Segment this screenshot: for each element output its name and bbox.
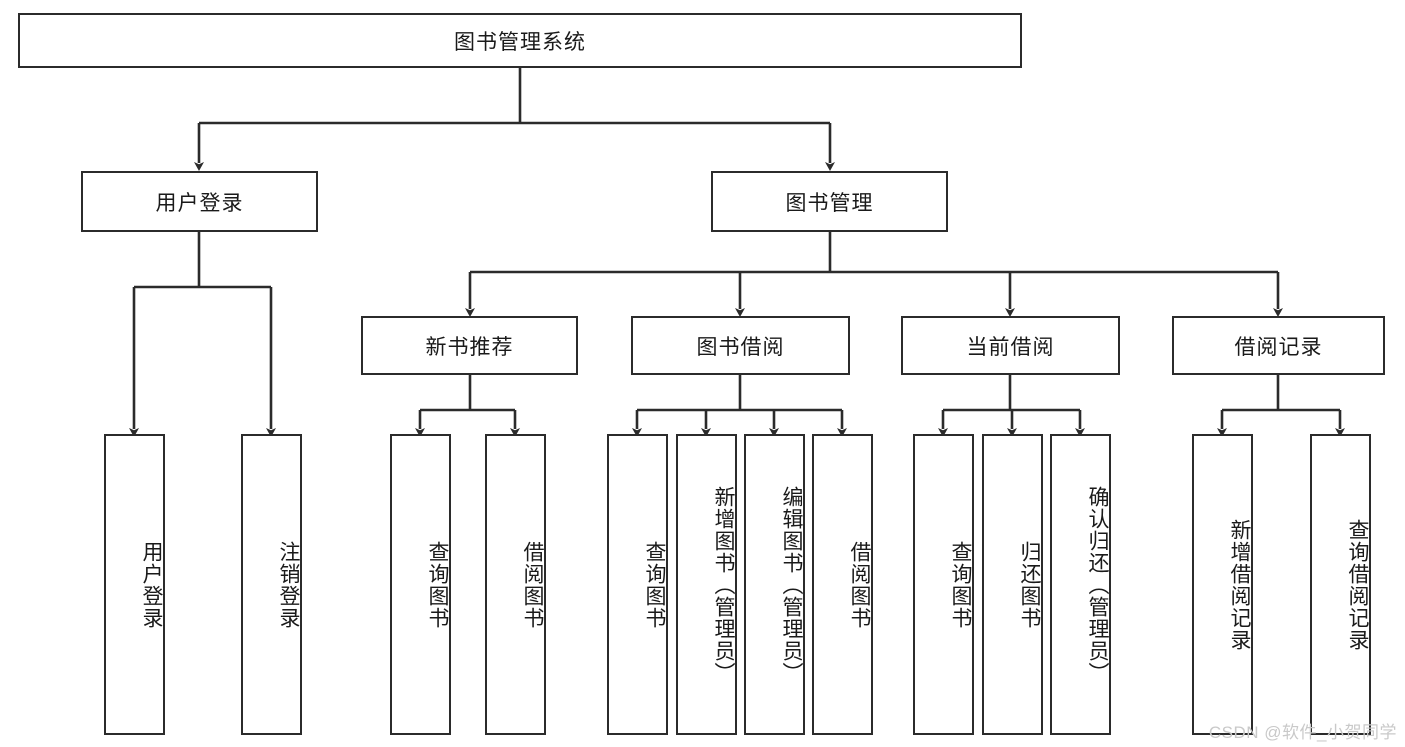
node-leaf-query-record[interactable]: 查询借阅记录 xyxy=(1310,434,1371,735)
node-leaf-borrow-book-2-label: 借阅图书 xyxy=(848,540,871,629)
node-leaf-query-book-1-label: 查询图书 xyxy=(426,540,449,629)
node-book-borrow-label: 图书借阅 xyxy=(696,335,785,359)
node-leaf-add-record[interactable]: 新增借阅记录 xyxy=(1192,434,1253,735)
node-leaf-query-book-3-label: 查询图书 xyxy=(949,540,972,629)
node-book-manage[interactable]: 图书管理 xyxy=(711,171,948,232)
node-leaf-confirm-return[interactable]: 确认归还（管理员） xyxy=(1050,434,1111,735)
node-user-login-label: 用户登录 xyxy=(155,191,244,215)
node-new-book-recommend-label: 新书推荐 xyxy=(425,335,514,359)
node-current-borrow[interactable]: 当前借阅 xyxy=(901,316,1120,375)
node-user-login[interactable]: 用户登录 xyxy=(81,171,318,232)
node-leaf-query-record-label: 查询借阅记录 xyxy=(1346,518,1369,651)
node-leaf-edit-book-label: 编辑图书（管理员） xyxy=(780,485,803,684)
node-borrow-record[interactable]: 借阅记录 xyxy=(1172,316,1385,375)
node-leaf-borrow-book-1-label: 借阅图书 xyxy=(521,540,544,629)
node-leaf-query-book-3[interactable]: 查询图书 xyxy=(913,434,974,735)
node-borrow-record-label: 借阅记录 xyxy=(1234,335,1323,359)
node-leaf-user-login[interactable]: 用户登录 xyxy=(104,434,165,735)
node-leaf-add-record-label: 新增借阅记录 xyxy=(1228,518,1251,651)
node-leaf-query-book-2-label: 查询图书 xyxy=(643,540,666,629)
node-current-borrow-label: 当前借阅 xyxy=(966,335,1055,359)
node-leaf-add-book[interactable]: 新增图书（管理员） xyxy=(676,434,737,735)
node-leaf-logout[interactable]: 注销登录 xyxy=(241,434,302,735)
node-leaf-borrow-book-1[interactable]: 借阅图书 xyxy=(485,434,546,735)
node-new-book-recommend[interactable]: 新书推荐 xyxy=(361,316,578,375)
node-leaf-return-book-label: 归还图书 xyxy=(1018,540,1041,629)
node-root[interactable]: 图书管理系统 xyxy=(18,13,1022,68)
node-leaf-borrow-book-2[interactable]: 借阅图书 xyxy=(812,434,873,735)
node-leaf-return-book[interactable]: 归还图书 xyxy=(982,434,1043,735)
node-leaf-logout-label: 注销登录 xyxy=(277,540,300,629)
node-root-label: 图书管理系统 xyxy=(454,30,586,54)
node-leaf-add-book-label: 新增图书（管理员） xyxy=(712,485,735,684)
node-leaf-edit-book[interactable]: 编辑图书（管理员） xyxy=(744,434,805,735)
node-book-manage-label: 图书管理 xyxy=(785,191,874,215)
node-book-borrow[interactable]: 图书借阅 xyxy=(631,316,850,375)
node-leaf-query-book-2[interactable]: 查询图书 xyxy=(607,434,668,735)
node-leaf-confirm-return-label: 确认归还（管理员） xyxy=(1086,485,1109,684)
node-leaf-user-login-label: 用户登录 xyxy=(140,540,163,629)
node-leaf-query-book-1[interactable]: 查询图书 xyxy=(390,434,451,735)
